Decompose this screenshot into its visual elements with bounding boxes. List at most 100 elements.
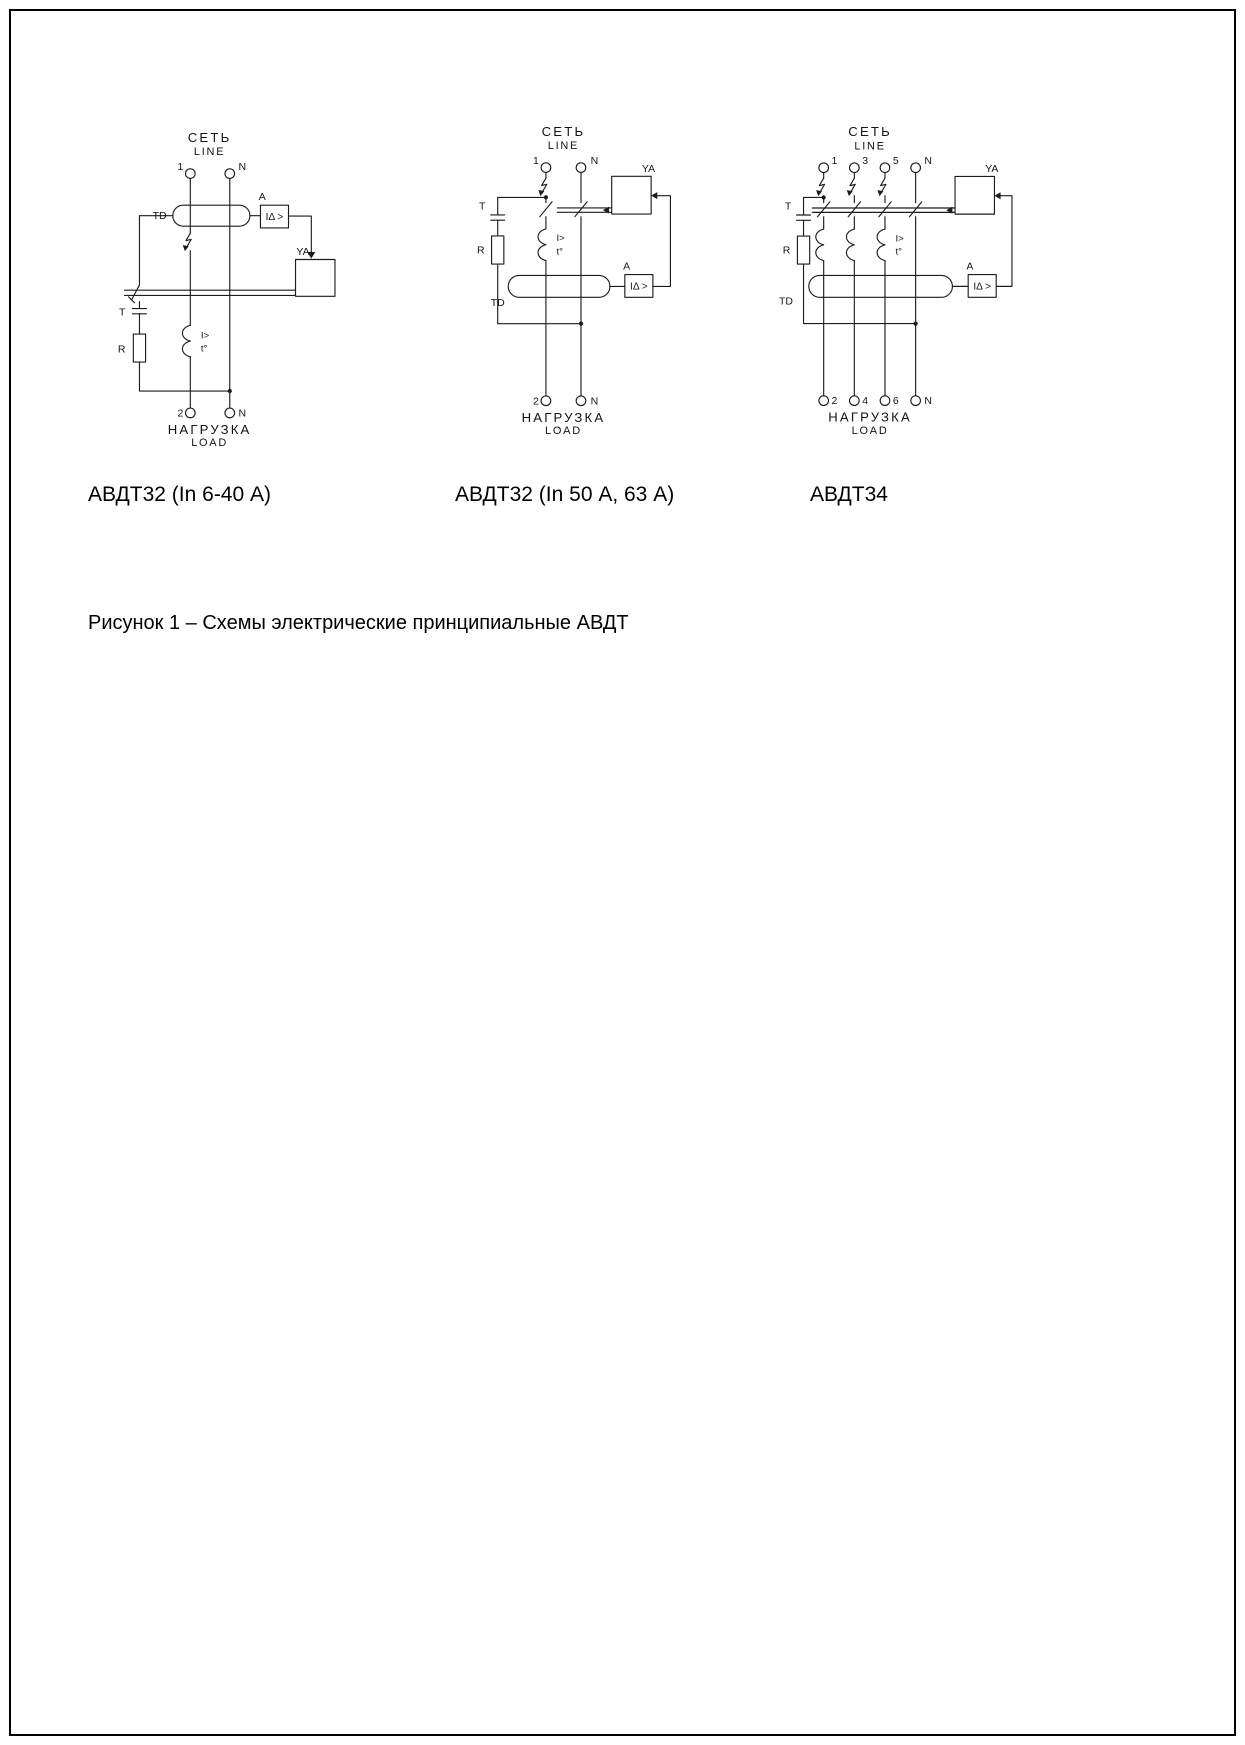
diagram-caption-1: АВДТ32 (In 6-40 А)	[88, 483, 272, 506]
trip-bar	[811, 206, 956, 214]
junction-dot	[913, 321, 918, 326]
schematic-avdt32-50-63a: СЕТЬ LINE 1 N YA T R	[477, 124, 671, 437]
overcurrent-label: I>	[201, 330, 210, 341]
junction-dot	[821, 195, 826, 200]
trip-flash-icon	[815, 177, 826, 197]
diff-current-label: IΔ >	[973, 281, 991, 292]
phase-contact-blade	[539, 201, 553, 218]
overcurrent-label: I>	[556, 233, 565, 244]
trip-coil-box	[294, 258, 336, 297]
test-resistor	[491, 235, 505, 265]
diff-current-label: IΔ >	[630, 281, 648, 292]
trip-flash-icon	[876, 177, 887, 197]
load-en-label: LOAD	[191, 437, 228, 448]
terminal-n-top	[224, 168, 236, 179]
terminal-6	[879, 395, 891, 407]
diagram-caption-2: АВДТ32 (In 50 А, 63 А)	[455, 483, 675, 506]
terminal-2-label: 2	[533, 395, 539, 407]
terminal-1-label: 1	[177, 161, 183, 173]
test-resistor	[132, 333, 147, 363]
main-contact-blade	[127, 284, 141, 304]
terminal-n-bottom-label: N	[591, 395, 599, 407]
terminal-2	[184, 407, 196, 419]
load-en-label: LOAD	[545, 425, 582, 437]
test-button-icon	[490, 214, 506, 221]
terminal-1	[540, 162, 552, 173]
ya-label: YA	[985, 163, 998, 175]
load-ru-label: НАГРУЗКА	[168, 422, 252, 437]
schematic-avdt32-6-40a: СЕТЬ LINE 1 N TD A IΔ	[118, 130, 336, 448]
test-t-label: T	[479, 201, 486, 213]
load-en-label: LOAD	[852, 425, 889, 437]
line-label: LINE	[854, 140, 885, 152]
arrow-down-icon	[307, 252, 316, 259]
phase-contact-blade	[847, 201, 862, 218]
terminal-5-label: 5	[893, 155, 899, 167]
diff-current-label: IΔ >	[266, 212, 284, 223]
net-label: СЕТЬ	[542, 124, 586, 139]
line-label: LINE	[548, 140, 579, 152]
terminal-2	[818, 395, 830, 407]
terminal-3-label: 3	[862, 155, 868, 167]
thermal-label: t°	[556, 246, 563, 257]
terminal-1-label: 1	[832, 155, 838, 167]
terminal-2	[540, 395, 552, 407]
load-ru-label: НАГРУЗКА	[828, 410, 912, 425]
junction-dot	[578, 321, 584, 326]
terminal-5	[879, 162, 891, 174]
net-label: СЕТЬ	[188, 130, 232, 145]
overcurrent-label: I>	[895, 233, 904, 244]
phase-contact-blade	[878, 201, 892, 218]
terminal-4-label: 4	[862, 395, 868, 407]
trip-flash-icon	[537, 177, 548, 197]
schematic-avdt34: СЕТЬ LINE	[779, 124, 1013, 437]
terminal-n-bottom	[224, 407, 236, 419]
figure-caption: Рисунок 1 – Схемы электрические принципи…	[88, 612, 629, 634]
diagram-caption-3: АВДТ34	[810, 483, 888, 506]
thermal-coil	[876, 228, 886, 262]
td-label: TD	[491, 297, 505, 309]
arrow-left-icon	[994, 192, 1001, 200]
terminal-2-label: 2	[832, 395, 838, 407]
terminal-1-label: 1	[533, 155, 539, 167]
terminal-n-bottom-label: N	[924, 395, 932, 407]
ya-label: YA	[296, 246, 309, 258]
differential-relay-box	[624, 273, 654, 298]
terminal-1	[184, 168, 196, 179]
td-transformer	[507, 274, 611, 298]
thermal-coil	[537, 228, 547, 262]
trip-arrow-icon	[946, 206, 953, 214]
trip-coil-box	[611, 175, 652, 215]
sensor-a-label: A	[623, 260, 630, 272]
differential-relay-box	[259, 204, 290, 229]
terminal-n-top	[575, 162, 587, 173]
td-label: TD	[153, 210, 167, 222]
thermal-coil	[845, 228, 855, 262]
ya-label: YA	[642, 163, 655, 175]
td-transformer	[172, 204, 251, 227]
thermal-coil	[181, 324, 191, 358]
test-button-icon	[131, 308, 148, 315]
terminal-n-bottom	[575, 395, 587, 407]
wiring	[802, 171, 1013, 397]
td-label: TD	[779, 295, 793, 307]
resistor-r-label: R	[118, 343, 126, 355]
thermal-label: t°	[201, 344, 208, 355]
wiring	[138, 177, 312, 409]
resistor-r-label: R	[783, 245, 791, 257]
terminal-n-top-label: N	[239, 161, 247, 173]
test-t-label: T	[785, 201, 792, 213]
sensor-a-label: A	[966, 260, 973, 272]
neutral-contact-blade	[908, 201, 923, 218]
neutral-contact-blade	[574, 201, 588, 218]
sensor-a-label: A	[259, 191, 266, 203]
junction-dot	[227, 388, 232, 394]
page-border	[9, 9, 1236, 1736]
test-button-icon	[795, 214, 812, 221]
td-transformer	[808, 274, 953, 298]
terminal-n-top-label: N	[924, 155, 932, 167]
terminal-4	[848, 395, 860, 407]
thermal-label: t°	[895, 246, 902, 257]
trip-bar	[123, 289, 297, 297]
